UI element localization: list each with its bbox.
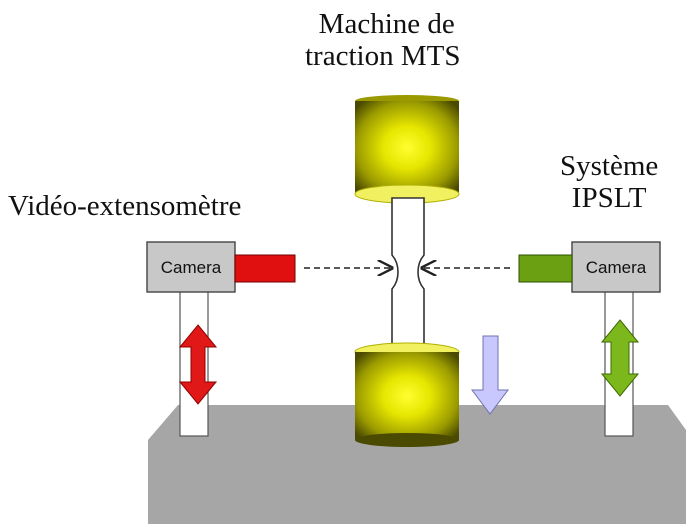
right-camera-label: Camera [586, 258, 647, 277]
machine-title-line2: traction MTS [305, 40, 461, 73]
lower-grip [354, 342, 460, 447]
system-label-line1: Système [560, 150, 659, 182]
double-headed-arrow-icon [178, 324, 218, 405]
specimen [391, 197, 425, 353]
down-arrow-icon [471, 335, 509, 415]
video-extensometer-label: Vidéo-extensomètre [8, 190, 242, 222]
system-label: Système IPSLT [560, 150, 658, 215]
system-label-line2: IPSLT [571, 182, 647, 215]
left-camera-label: Camera [161, 258, 222, 277]
upper-grip [354, 95, 460, 204]
left-camera: Camera [146, 241, 296, 437]
machine-title: Machine de traction MTS [305, 8, 460, 73]
double-headed-arrow-icon [600, 319, 640, 397]
right-camera: Camera [518, 241, 661, 437]
floor-platform [148, 405, 686, 524]
machine-title-line1: Machine de [318, 8, 455, 40]
